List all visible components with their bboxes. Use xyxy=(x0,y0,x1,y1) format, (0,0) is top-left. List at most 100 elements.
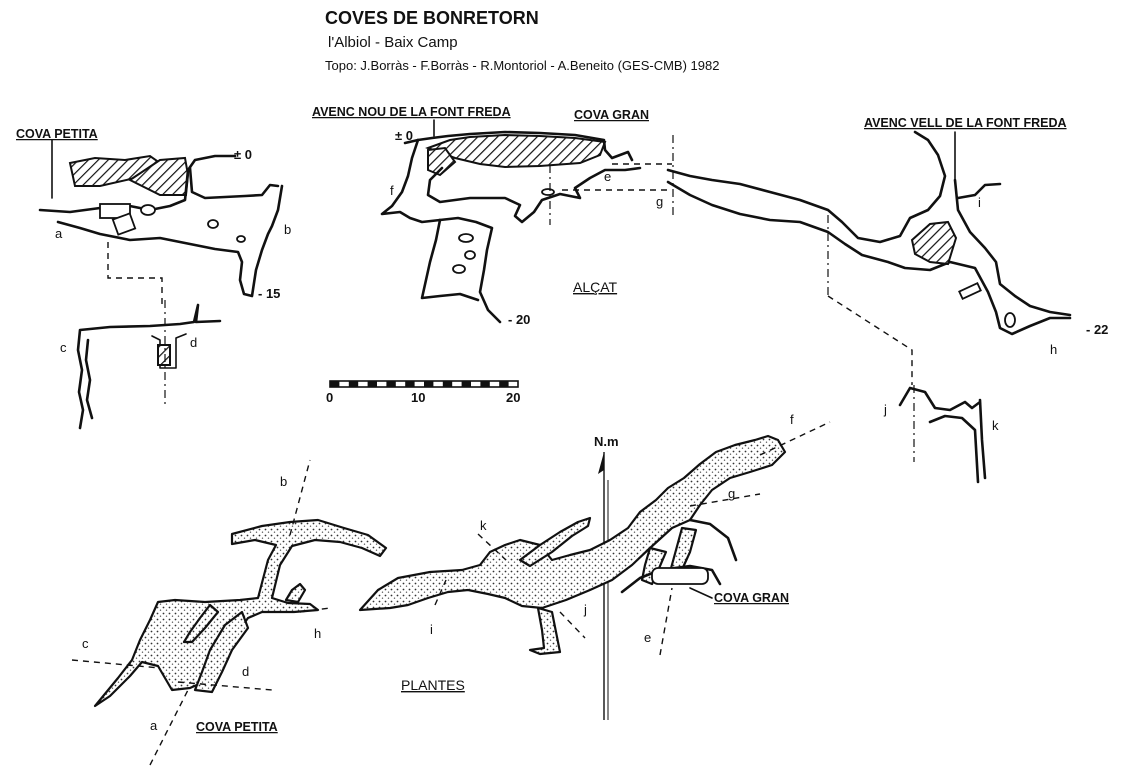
cova-petita-plan-branch-3 xyxy=(284,582,307,604)
plan-letter-h: h xyxy=(314,626,321,641)
avenc-nou-link-e-g xyxy=(562,163,672,191)
cova-petita-boulder-2 xyxy=(111,212,137,236)
cova-petita-inner-roof xyxy=(188,166,280,200)
avenc-vell-stone xyxy=(1004,312,1016,328)
main-gallery-plan xyxy=(358,434,787,612)
location-subtitle: l'Albiol - Baix Camp xyxy=(328,34,458,51)
label-elevation: ALÇAT xyxy=(573,279,618,295)
avenc-vell-bedrock-hatch xyxy=(910,220,958,266)
cova-petita-shaft-cd xyxy=(76,303,222,430)
profile-letter-a: a xyxy=(55,226,63,241)
avenc-nou-lower-chamber xyxy=(420,218,480,302)
plan-letter-b: b xyxy=(280,474,287,489)
profile-letter-i: i xyxy=(978,195,981,210)
cova-petita-plan-branch-2 xyxy=(182,603,220,644)
section-line-c xyxy=(71,659,161,669)
profile-letter-e: e xyxy=(604,169,611,184)
avenc-nou-outer-wall xyxy=(380,138,502,324)
plan-letter-c: c xyxy=(82,636,89,651)
north-label: N.m xyxy=(594,434,619,449)
plan-letter-k: k xyxy=(480,518,487,533)
avenc-nou-stone-4 xyxy=(541,188,555,196)
profile-letter-g: g xyxy=(656,194,663,209)
scale-bar: 0 10 20 xyxy=(326,380,520,405)
plan-letter-d: d xyxy=(242,664,249,679)
cova-petita-floor-line xyxy=(56,184,284,298)
avenc-nou-inner-wall xyxy=(426,166,642,224)
survey-credits: Topo: J.Borràs - F.Borràs - R.Montoriol … xyxy=(325,58,720,73)
avenc-vell-shaft-wall xyxy=(953,178,1072,317)
avenc-nou-cova-gran-profile xyxy=(380,119,674,324)
profile-letter-d: d xyxy=(190,335,197,350)
plan-section: a b c d e f g h i j k COVA GRAN COVA PET… xyxy=(71,412,831,766)
cova-petita-profile xyxy=(38,139,284,430)
avenc-nou-stone-2 xyxy=(464,250,476,260)
depth-zero-avenc-nou: ± 0 xyxy=(395,128,413,143)
cova-petita-stone-2 xyxy=(207,219,219,229)
avenc-nou-shaft-hatch xyxy=(427,146,457,177)
north-arrow-head xyxy=(598,452,604,474)
plan-letter-a: a xyxy=(150,718,158,733)
cova-petita-shaft-hatch xyxy=(157,344,171,366)
plan-section-lines xyxy=(71,421,831,766)
scale-tick-20: 20 xyxy=(506,390,520,405)
section-line-f xyxy=(759,421,831,456)
section-line-d xyxy=(177,681,273,691)
plan-letter-g: g xyxy=(728,486,735,501)
label-avenc-vell: AVENC VELL DE LA FONT FREDA xyxy=(864,116,1067,130)
profile-letter-f: f xyxy=(390,183,394,198)
avenc-vell-boulder xyxy=(958,281,982,301)
label-cova-petita-plan: COVA PETITA xyxy=(196,720,278,734)
cova-petita-stone xyxy=(140,204,156,216)
label-cova-gran-elevation: COVA GRAN xyxy=(574,108,649,122)
cova-petita-plan-branch xyxy=(193,610,250,694)
cova-petita-shaft-floor xyxy=(151,333,187,369)
cova-gran-pointer xyxy=(689,587,713,599)
cova-gran-entrance-block xyxy=(651,567,709,585)
scale-bar-segments xyxy=(330,381,509,387)
scale-tick-0: 0 xyxy=(326,390,333,405)
main-gallery-spur xyxy=(518,516,592,568)
profile-letter-j: j xyxy=(883,402,887,417)
profile-letter-k: k xyxy=(992,418,999,433)
page-title: COVES DE BONRETORN xyxy=(325,8,539,28)
depth-minus-15: - 15 xyxy=(258,286,280,301)
north-arrow: N.m xyxy=(594,434,619,720)
profile-letter-b: b xyxy=(284,222,291,237)
section-line-i xyxy=(434,579,447,606)
depth-minus-22: - 22 xyxy=(1086,322,1108,337)
plan-letter-i: i xyxy=(430,622,433,637)
avenc-vell-roof-line xyxy=(666,130,1002,244)
cova-petita-profile-link xyxy=(107,242,163,305)
main-gallery-south-branch xyxy=(528,606,562,656)
avenc-vell-floor-line xyxy=(666,180,1072,336)
avenc-nou-roof-line xyxy=(403,130,634,162)
label-cova-petita-elevation: COVA PETITA xyxy=(16,127,98,141)
avenc-vell-section-jk xyxy=(898,386,987,484)
label-plan: PLANTES xyxy=(401,677,465,693)
avenc-nou-stone-3 xyxy=(452,264,466,274)
plan-letter-f: f xyxy=(790,412,794,427)
avenc-vell-link-jk xyxy=(827,295,913,385)
section-line-h xyxy=(299,607,331,613)
label-cova-gran-plan: COVA GRAN xyxy=(714,591,789,605)
depth-zero-cova-petita: ± 0 xyxy=(234,147,252,162)
elevation-section: ± 0 ± 0 - 15 - 20 - 22 COVA PETITA AVENC… xyxy=(16,105,1108,484)
profile-letter-h: h xyxy=(1050,342,1057,357)
profile-letter-c: c xyxy=(60,340,67,355)
plan-letter-e: e xyxy=(644,630,651,645)
section-line-j xyxy=(559,611,586,639)
section-line-e xyxy=(659,587,673,656)
cova-petita-roof-line xyxy=(38,154,237,214)
section-line-g xyxy=(689,493,761,507)
section-line-b xyxy=(289,459,311,536)
plan-letter-j: j xyxy=(583,602,587,617)
cova-petita-stone-3 xyxy=(236,235,246,243)
avenc-vell-profile xyxy=(666,130,1072,484)
avenc-nou-stone xyxy=(458,233,474,243)
label-avenc-nou: AVENC NOU DE LA FONT FREDA xyxy=(312,105,511,119)
depth-minus-20: - 20 xyxy=(508,312,530,327)
avenc-nou-bedrock-hatch xyxy=(425,133,607,169)
section-line-a xyxy=(149,689,189,766)
